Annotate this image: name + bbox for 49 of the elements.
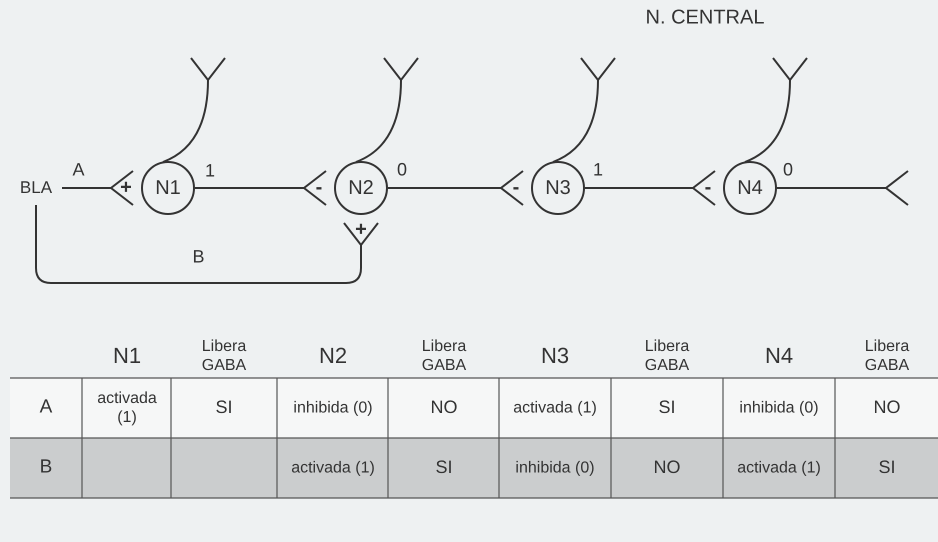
column-heading: N3	[540, 342, 570, 370]
region-label: BLA	[20, 178, 52, 198]
state-text: SI	[877, 457, 896, 479]
state-text: inhibida (0)	[514, 458, 596, 478]
column-heading: Libera GABA	[420, 336, 468, 376]
state-text: NO	[872, 397, 902, 419]
synapse-line	[62, 170, 134, 206]
state-text: activada (1)	[736, 458, 822, 478]
row-label: B	[38, 456, 54, 480]
state-text: SI	[214, 397, 234, 419]
state-text: activada (1)	[96, 388, 158, 428]
neuron-circle: N2	[334, 161, 388, 215]
column-heading: N4	[764, 342, 794, 370]
synapse-line	[356, 56, 420, 163]
state-text: SI	[657, 397, 676, 419]
excitatory-sign: +	[355, 218, 367, 242]
column-heading: Libera GABA	[644, 336, 690, 376]
row-label: A	[38, 396, 54, 420]
synapse-line	[388, 170, 524, 206]
inhibitory-sign: -	[704, 176, 712, 200]
column-heading: N1	[112, 342, 142, 370]
synapse-line	[162, 56, 227, 163]
synapse-line	[585, 170, 716, 206]
state-text: activada (1)	[290, 458, 376, 478]
state-text: inhibida (0)	[292, 398, 374, 418]
synapse-line	[552, 56, 617, 163]
state-value: 0	[397, 160, 407, 180]
state-text: NO	[652, 457, 682, 479]
state-value: 0	[783, 160, 793, 180]
neuron-circle: N4	[723, 161, 777, 215]
excitatory-sign: +	[120, 176, 132, 200]
inhibitory-sign: -	[316, 176, 322, 200]
synapse-line	[777, 170, 909, 206]
neuron-circle: N3	[531, 161, 585, 215]
state-text: activada (1)	[512, 398, 598, 418]
column-heading: Libera GABA	[864, 336, 910, 376]
column-heading: N2	[318, 342, 348, 370]
state-value: 1	[593, 160, 603, 180]
state-text: NO	[430, 397, 458, 419]
state-text: SI	[434, 457, 454, 479]
region-title: N. CENTRAL	[646, 6, 764, 30]
synapse-line	[35, 205, 379, 284]
column-heading: Libera GABA	[200, 336, 248, 376]
state-value: 1	[205, 160, 215, 182]
inhibitory-sign: -	[512, 176, 520, 200]
neuron-circle: N1	[141, 161, 195, 215]
state-text: inhibida (0)	[738, 398, 820, 418]
synapse-line	[195, 170, 327, 206]
synapse-line	[744, 56, 809, 163]
